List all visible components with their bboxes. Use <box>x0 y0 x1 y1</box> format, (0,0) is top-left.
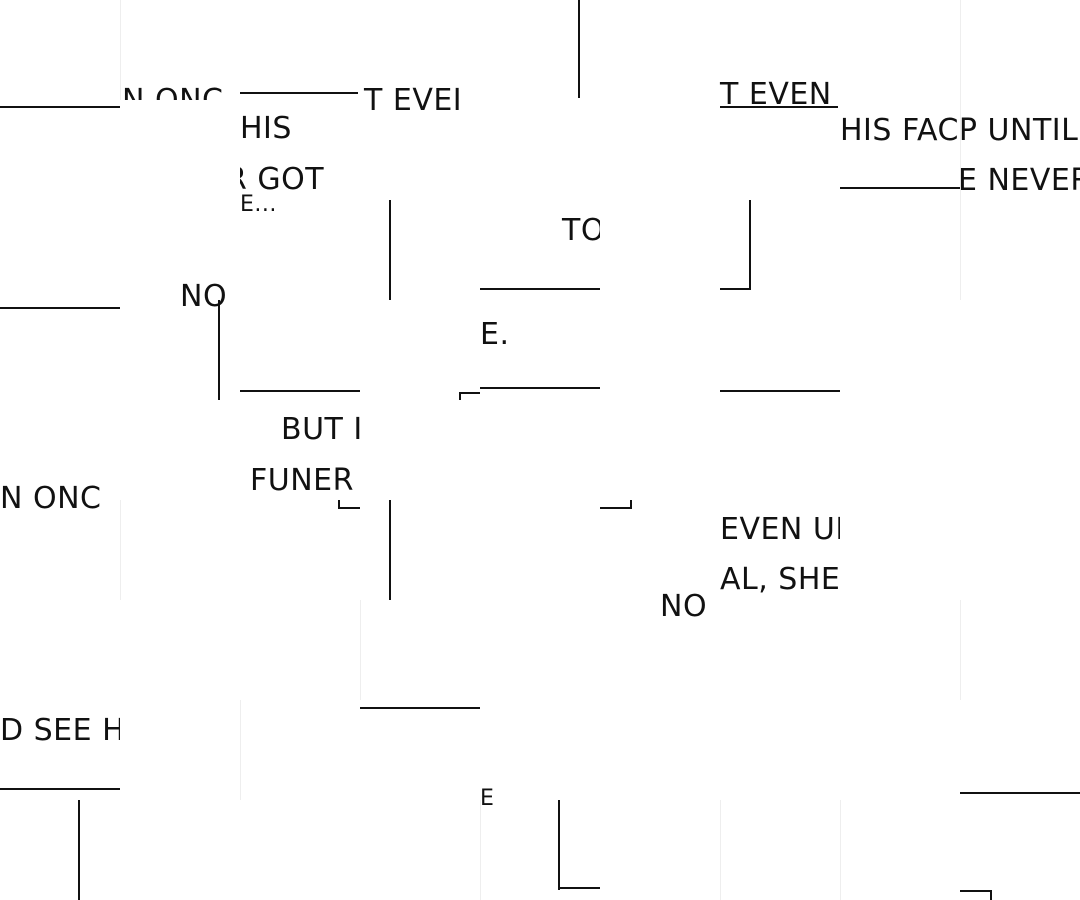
panel-border <box>78 800 80 900</box>
tile-mask <box>600 200 720 300</box>
tile-seam <box>360 600 361 700</box>
panel-border <box>960 792 1080 794</box>
panel-border <box>558 887 600 889</box>
panel-border <box>960 890 992 892</box>
panel-border <box>360 707 480 709</box>
caption-fragment: NO <box>660 589 708 624</box>
tile-seam <box>120 500 121 600</box>
tile-seam <box>960 0 961 300</box>
tile-seam <box>840 800 841 900</box>
panel-border <box>389 200 391 300</box>
tile-seam <box>240 700 241 800</box>
panel-border <box>720 106 838 108</box>
panel-border <box>338 507 360 509</box>
panel-border <box>480 387 600 389</box>
caption-fragment: N ONC <box>0 481 102 516</box>
tile-mask <box>840 500 1080 600</box>
panel-border <box>240 390 360 392</box>
caption-fragment: EVEN UI <box>720 512 845 547</box>
caption-fragment: HIS FACP UNTIL <box>840 113 1079 148</box>
panel-border <box>338 500 340 509</box>
tile-mask <box>120 100 240 200</box>
caption-fragment: E... <box>240 192 277 217</box>
panel-border <box>840 187 960 189</box>
panel-border <box>389 500 391 600</box>
caption-fragment: FUNER <box>250 463 354 498</box>
panel-border <box>240 92 358 94</box>
panel-border <box>630 500 632 509</box>
caption-fragment: BUT I <box>281 412 363 447</box>
caption-fragment: E <box>480 786 495 811</box>
panel-border <box>990 890 992 900</box>
panel-border <box>0 788 120 790</box>
panel-border <box>720 390 840 392</box>
tile-seam <box>960 600 961 700</box>
caption-fragment: T EVEN <box>720 77 832 112</box>
caption-fragment: R GOT <box>226 162 325 197</box>
tile-seam <box>720 800 721 900</box>
panel-border <box>0 307 120 309</box>
panel-border <box>749 200 751 290</box>
caption-fragment: E NEVER <box>958 163 1080 198</box>
caption-fragment: T EVEI <box>364 83 463 118</box>
caption-fragment: AL, SHE <box>720 562 841 597</box>
panel-border <box>0 106 120 108</box>
tile-mask <box>360 400 480 500</box>
caption-fragment: D SEE H <box>0 713 126 748</box>
tile-mask <box>120 400 240 500</box>
panel-border <box>720 288 751 290</box>
panel-border <box>218 300 220 400</box>
panel-border <box>480 288 600 290</box>
panel-border <box>558 800 560 890</box>
tile-seam <box>120 0 121 100</box>
panel-border <box>460 392 480 394</box>
caption-fragment: TO <box>562 213 605 248</box>
tile-seam <box>480 800 481 900</box>
panel-border <box>600 507 632 509</box>
panel-border <box>459 392 461 400</box>
panel-border <box>578 0 580 98</box>
caption-fragment: NO <box>180 279 228 314</box>
tile-mask <box>120 700 240 800</box>
tile-mask <box>480 100 720 200</box>
caption-fragment: E. <box>480 317 510 352</box>
caption-fragment: HIS <box>240 111 292 146</box>
